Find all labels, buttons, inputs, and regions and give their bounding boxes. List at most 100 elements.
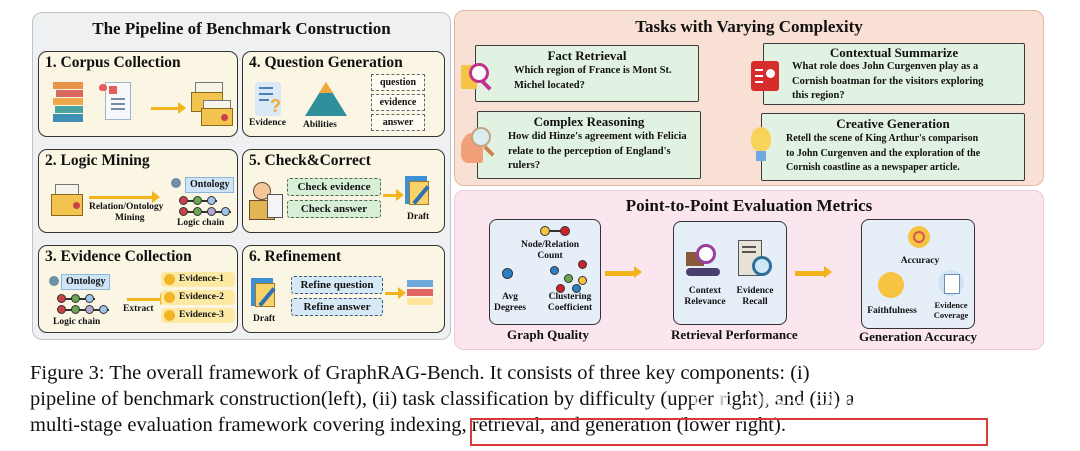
refine-answer-tag: Refine answer bbox=[291, 298, 383, 316]
tasks-panel: Tasks with Varying Complexity Fact Retri… bbox=[454, 10, 1044, 186]
key-icon bbox=[171, 178, 181, 188]
arrow-icon bbox=[151, 102, 186, 114]
arrow-icon bbox=[89, 191, 160, 203]
caption-line-1: Figure 3: The overall framework of Graph… bbox=[30, 362, 810, 384]
graph-quality-caption: Graph Quality bbox=[507, 327, 589, 342]
red-highlight-box bbox=[470, 418, 988, 446]
evidence-list-icon: ? bbox=[255, 82, 281, 116]
lightbulb-icon bbox=[751, 127, 771, 167]
step-refinement: 6. Refinement Draft Refine question Refi… bbox=[242, 245, 445, 333]
mining-label: Relation/Ontology bbox=[89, 202, 164, 212]
tasks-title: Tasks with Varying Complexity bbox=[635, 17, 863, 36]
checklist-icon bbox=[938, 270, 964, 296]
books-icon bbox=[53, 82, 83, 124]
search-document-icon bbox=[461, 59, 492, 93]
task-example: What role does John Curgenven play as a … bbox=[792, 61, 984, 101]
clustering-label: Clustering Coefficient bbox=[547, 292, 593, 313]
step-title: 5. Check&Correct bbox=[249, 152, 371, 169]
extract-label: Extract bbox=[123, 304, 154, 314]
evidence-1-tag: Evidence-1 bbox=[161, 272, 235, 287]
logic-chain-label: Logic chain bbox=[177, 218, 225, 228]
logic-chain-icon bbox=[57, 294, 113, 316]
node-relation-label: Node/Relation Count bbox=[520, 240, 580, 261]
node-relation-icon bbox=[540, 226, 570, 236]
arrow-icon bbox=[605, 266, 642, 278]
clustering-icon bbox=[550, 260, 590, 293]
pyramid-top bbox=[319, 82, 333, 93]
arrow-icon bbox=[383, 189, 404, 201]
task-title: Contextual Summarize bbox=[829, 45, 959, 60]
mining-label-2: Mining bbox=[115, 213, 145, 223]
step-logic-mining: 2. Logic Mining Relation/Ontology Mining… bbox=[38, 149, 238, 233]
step-evidence-collection: 3. Evidence Collection Ontology Logic ch… bbox=[38, 245, 238, 333]
step-title: 4. Question Generation bbox=[249, 54, 403, 71]
question-field: question bbox=[371, 74, 425, 91]
generation-accuracy-caption: Generation Accuracy bbox=[859, 329, 978, 344]
metrics-panel: Point-to-Point Evaluation Metrics Node/R… bbox=[454, 190, 1044, 350]
target-icon bbox=[908, 226, 930, 248]
evidence-recall-label: Evidence Recall bbox=[736, 286, 774, 307]
step-title: 3. Evidence Collection bbox=[45, 248, 192, 265]
step-corpus-collection: 1. Corpus Collection bbox=[38, 51, 238, 137]
metric-retrieval-performance: Context Relevance Evidence Recall bbox=[673, 221, 787, 325]
refine-question-tag: Refine question bbox=[291, 276, 383, 294]
task-title: Complex Reasoning bbox=[533, 114, 645, 129]
metrics-title: Point-to-Point Evaluation Metrics bbox=[625, 196, 873, 215]
task-example: Which region of France is Mont St. Miche… bbox=[514, 65, 672, 91]
avg-degrees-label: Avg Degrees bbox=[493, 292, 526, 313]
evidence-2-tag: Evidence-2 bbox=[161, 290, 235, 305]
evidence-recall-icon bbox=[738, 240, 772, 278]
task-complex-reasoning: Complex Reasoning How did Hinze's agreem… bbox=[477, 111, 701, 179]
faithfulness-label: Faithfulness bbox=[867, 306, 917, 316]
step-question-generation: 4. Question Generation ? Evidence Abilit… bbox=[242, 51, 445, 137]
ontology-tag: Ontology bbox=[61, 274, 111, 290]
draft-icon bbox=[405, 176, 433, 206]
logic-chain-icon bbox=[179, 196, 235, 218]
context-relevance-icon bbox=[686, 244, 720, 278]
arrow-icon bbox=[795, 266, 832, 278]
watermark: 知乎 @PaperAgent bbox=[690, 392, 887, 416]
thumbs-up-icon bbox=[878, 272, 904, 298]
context-relevance-label: Context Relevance bbox=[684, 286, 726, 307]
evidence-3-tag: Evidence-3 bbox=[161, 308, 235, 323]
caption-line-2: pipeline of benchmark construction(left)… bbox=[30, 388, 855, 410]
task-title: Fact Retrieval bbox=[547, 48, 627, 63]
step-title: 2. Logic Mining bbox=[45, 152, 150, 169]
answer-field: answer bbox=[371, 114, 425, 131]
check-answer-tag: Check answer bbox=[287, 200, 381, 218]
arrow-icon bbox=[127, 293, 168, 305]
final-list-icon bbox=[407, 280, 433, 308]
step-title: 1. Corpus Collection bbox=[45, 54, 181, 71]
pipeline-title: The Pipeline of Benchmark Construction bbox=[92, 19, 391, 38]
accuracy-label: Accuracy bbox=[900, 256, 940, 266]
evidence-field: evidence bbox=[371, 94, 425, 111]
draft-label: Draft bbox=[407, 212, 430, 222]
task-creative-generation: Creative Generation Retell the scene of … bbox=[761, 113, 1025, 181]
metric-generation-accuracy: Accuracy Faithfulness Evidence Coverage bbox=[861, 219, 975, 329]
task-example: Retell the scene of King Arthur's compar… bbox=[786, 133, 981, 173]
evidence-label: Evidence bbox=[249, 118, 286, 128]
arrow-icon bbox=[385, 287, 406, 299]
avg-degree-icon bbox=[502, 268, 513, 279]
check-evidence-tag: Check evidence bbox=[287, 178, 381, 196]
metric-graph-quality: Node/Relation Count Avg Degrees Clusteri… bbox=[489, 219, 601, 325]
task-title: Creative Generation bbox=[836, 116, 950, 131]
retrieval-performance-caption: Retrieval Performance bbox=[671, 327, 798, 342]
pipeline-panel: The Pipeline of Benchmark Construction 1… bbox=[32, 12, 451, 340]
presentation-icon bbox=[751, 61, 779, 91]
folders-icon bbox=[191, 82, 233, 126]
reviewer-icon bbox=[249, 180, 283, 220]
draft-icon bbox=[251, 278, 279, 308]
step-title: 6. Refinement bbox=[249, 248, 342, 265]
ontology-tag: Ontology bbox=[185, 177, 235, 193]
folder-icon bbox=[51, 184, 83, 216]
head-thinking-icon bbox=[461, 127, 495, 167]
task-fact-retrieval: Fact Retrieval Which region of France is… bbox=[475, 45, 699, 102]
evidence-coverage-label: Evidence Coverage bbox=[933, 300, 969, 320]
abilities-label: Abilities bbox=[303, 120, 337, 130]
key-icon bbox=[49, 276, 59, 286]
medical-document-icon bbox=[99, 80, 133, 124]
draft-label: Draft bbox=[253, 314, 276, 324]
task-example: How did Hinze's agreement with Felicia r… bbox=[508, 131, 687, 171]
step-check-correct: 5. Check&Correct Check evidence Check an… bbox=[242, 149, 445, 233]
